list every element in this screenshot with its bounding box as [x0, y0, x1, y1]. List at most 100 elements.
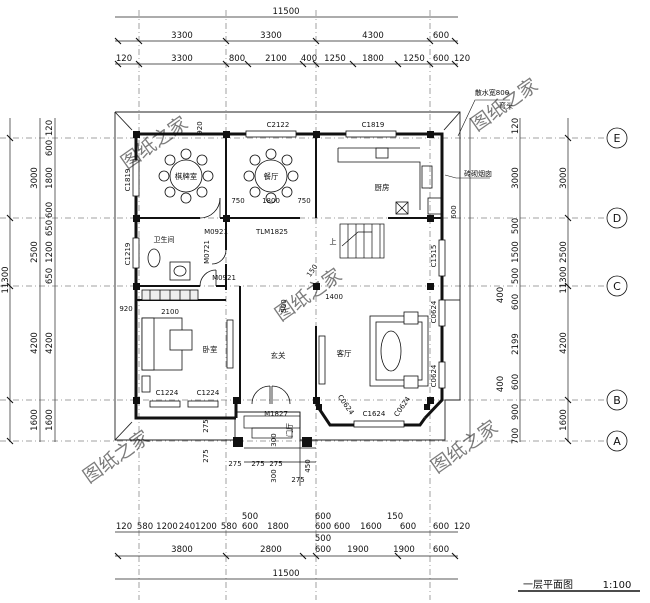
dim-bot-6: 580 [221, 522, 237, 532]
step-275-4: 275 [251, 460, 264, 468]
dim-bot2-6: 600 [433, 545, 449, 555]
structural-columns [133, 131, 434, 447]
dim-top2-3: 800 [229, 54, 245, 64]
dim-bot2-2: 2800 [260, 545, 282, 555]
label-drain: 散水宽800 [475, 88, 509, 97]
step-275-6: 275 [291, 476, 304, 484]
dim-bot-1b-2: 600 [315, 512, 331, 522]
dim-920-top: 920 [196, 121, 204, 134]
axis-d: D [613, 212, 621, 225]
axis-c: C [613, 280, 621, 293]
label-m0921b: M0921 [212, 274, 236, 282]
step-300-2: 300 [270, 469, 278, 482]
dim-top2-8: 1250 [403, 54, 425, 64]
step-275-3: 275 [228, 460, 241, 468]
dim-bot-9: 600 [315, 522, 331, 532]
dim-top-3: 4300 [362, 31, 384, 41]
dim-750a: 750 [231, 197, 244, 205]
dim-bot-7: 600 [242, 522, 258, 532]
dim-bot-8: 1800 [267, 522, 289, 532]
dim-bot-2: 580 [137, 522, 153, 532]
dim-rightin-9: 400 [496, 376, 506, 392]
dim-bot-14: 120 [454, 522, 470, 532]
label-c0624c: C0624 [336, 393, 356, 417]
interior-walls [136, 134, 442, 404]
doors [199, 197, 291, 405]
living-furniture [369, 311, 429, 389]
dim-left-1: 3000 [30, 167, 40, 189]
step-275-2: 275 [202, 449, 210, 462]
dim-top2-7: 1800 [362, 54, 384, 64]
dim-left-4: 1600 [30, 409, 40, 431]
dim-leftin-1: 120 [45, 120, 55, 136]
dim-leftin-5: 650 [45, 220, 55, 236]
dim-top2-4: 2100 [265, 54, 287, 64]
dim-920-left: 920 [119, 305, 132, 313]
axis-e: E [614, 132, 621, 145]
dim-1800: 1800 [262, 197, 280, 205]
dim-right-2: 2500 [559, 241, 569, 263]
step-300-1: 300 [270, 433, 278, 446]
dim-rightin-1: 120 [511, 118, 521, 134]
dim-bot-10: 600 [334, 522, 350, 532]
dim-bot2-1: 3800 [171, 545, 193, 555]
porch-steps [243, 412, 316, 486]
dim-bot-1b-3: 150 [387, 512, 403, 522]
dim-500: 500 [280, 299, 288, 312]
label-vent: 砖砌烟囱 [464, 169, 492, 178]
watermark: 图纸之家 [427, 416, 502, 478]
dim-top-4: 600 [433, 31, 449, 41]
dim-rightin-10: 600 [511, 374, 521, 390]
dim-bot2-4: 1900 [347, 545, 369, 555]
dimension-ticks [6, 37, 572, 560]
dim-leftin-9: 1600 [45, 409, 55, 431]
dim-top2-1: 120 [116, 54, 132, 64]
room-dining: 餐厅 [264, 172, 279, 181]
label-tlm1825: TLM1825 [255, 228, 288, 236]
dim-rightin-6: 400 [496, 287, 506, 303]
dim-rightin-12: 700 [511, 428, 521, 444]
dim-right-3: 4200 [559, 332, 569, 354]
stair-up-label: 上 [330, 237, 337, 246]
room-bath: 卫生间 [154, 235, 175, 244]
room-bedroom: 卧室 [203, 344, 218, 354]
dim-top2-2: 3300 [171, 54, 193, 64]
axis-bubbles [606, 127, 628, 452]
dim-bot-1: 120 [116, 522, 132, 532]
step-275-1: 275 [202, 419, 210, 432]
dim-top2-6: 1250 [324, 54, 346, 64]
label-m1827: M1827 [264, 410, 288, 418]
dim-top-1: 3300 [171, 31, 193, 41]
dim-total-bottom: 11500 [272, 569, 299, 579]
leader-lines [444, 99, 510, 179]
dim-leftin-8: 4200 [45, 332, 55, 354]
dim-top2-5: 400 [301, 54, 317, 64]
dim-rightin-2: 3000 [511, 167, 521, 189]
room-kitchen: 厨房 [375, 182, 390, 192]
drawing-scale: 1:100 [603, 580, 632, 591]
bathroom-fixtures [141, 248, 199, 301]
dim-bot-1b-1: 500 [242, 512, 258, 522]
dim-2100: 2100 [161, 308, 179, 316]
room-foyer: 玄关 [271, 350, 286, 360]
label-c1819: C1819 [362, 121, 385, 129]
dim-leftin-7: 650 [45, 268, 55, 284]
label-c0624d: C0624 [393, 395, 413, 419]
dimension-lines [9, 16, 569, 580]
dim-rightin-7: 600 [511, 294, 521, 310]
dim-rightin-11: 900 [511, 404, 521, 420]
label-c1624: C1624 [363, 410, 386, 418]
dim-bot-11: 1600 [360, 522, 382, 532]
dim-bot-12: 600 [400, 522, 416, 532]
bedroom-furniture [141, 317, 193, 393]
room-living: 客厅 [337, 348, 352, 358]
axis-b: B [613, 394, 621, 407]
label-c2122: C2122 [267, 121, 290, 129]
dim-total-left: 11300 [1, 266, 11, 293]
windows [132, 130, 446, 428]
label-c1224a: C1224 [156, 389, 179, 397]
dim-450: 450 [304, 459, 312, 472]
dim-bot-13: 600 [433, 522, 449, 532]
label-m0921a: M0921 [204, 228, 228, 236]
